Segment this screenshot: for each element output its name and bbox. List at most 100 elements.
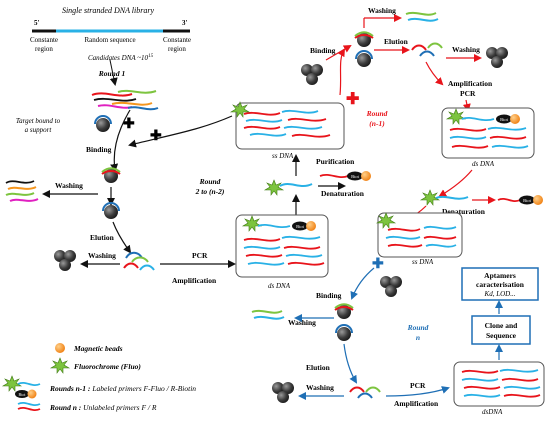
unlabeled-primer-icon [17, 401, 41, 407]
svg-text:Sequence: Sequence [486, 331, 517, 340]
red-fluo-strand [435, 195, 469, 200]
svg-text:Aptamers: Aptamers [484, 271, 516, 280]
target-line2: a support [25, 126, 53, 134]
left-beads-icon [54, 250, 76, 271]
red-start-beads-icon [301, 64, 323, 85]
legend-rounds-n1: Rounds n-1 : Labeled primers F-Fluo / R-… [49, 384, 196, 393]
magnetic-bead-icon [55, 343, 65, 353]
svg-text:Clone and: Clone and [485, 321, 519, 330]
labeled-primers-icon: Biot [2, 375, 41, 399]
middle-region-label: Random sequence [84, 36, 135, 44]
red-biotin-strand: Biot [497, 195, 543, 205]
elution-arrow [112, 221, 132, 254]
legend-beads-label: Magnetic beads [73, 344, 123, 353]
plus-icon: ✚ [150, 129, 162, 144]
left-washing-label: Washing [55, 181, 83, 190]
svg-text:Biot: Biot [523, 198, 532, 203]
left-round-line2: 2 to (n-2) [195, 187, 225, 196]
red-dsdna-caption: ds DNA [472, 160, 495, 168]
legend-round-n: Round n : Unlabeled primers F / R [49, 403, 157, 412]
blue-beads-icon [272, 382, 294, 403]
blue-washing2-label: Washing [306, 383, 334, 392]
red-ssdna-caption: ss DNA [412, 258, 434, 266]
svg-text:Biot: Biot [351, 174, 360, 179]
blue-pcr-arrow [385, 386, 450, 397]
svg-text:Kd, LOD...: Kd, LOD... [484, 290, 516, 298]
biotin-strand: Biot [319, 171, 371, 181]
blue-binding-bead-icon [334, 303, 354, 320]
target-support-icon [94, 115, 112, 133]
ssdna-caption: ss DNA [272, 152, 294, 160]
dna-library: Single stranded DNA library 5' 3' Consta… [30, 6, 191, 62]
left-pcr-label: PCR [192, 251, 208, 260]
red-binding-arrow [325, 44, 352, 61]
right-region-line1: Constante [163, 36, 191, 44]
red-to-pcr-arrow [425, 61, 444, 86]
red-post-wash-bead-icon [355, 50, 373, 68]
ssdna-box [230, 101, 345, 150]
left-binding-label: Binding [86, 145, 112, 154]
blue-elution-arrow [343, 343, 358, 384]
red-round-line1: Round [366, 109, 388, 118]
fluo-strand [279, 183, 313, 187]
library-title: Single stranded DNA library [62, 6, 155, 15]
red-pcr-label: PCR [460, 89, 476, 98]
blue-pcr-label: PCR [410, 381, 426, 390]
post-wash-bead-icon [102, 202, 120, 220]
red-to-denaturation-arrow [438, 169, 473, 198]
round-1-arrow [109, 59, 118, 86]
blue-round-line2: n [416, 333, 420, 342]
blue-washed-strands [251, 309, 285, 320]
legend: Magnetic beads Fluorochrome (Fluo) Biot … [2, 343, 196, 412]
red-washing-label: Washing [452, 45, 480, 54]
red-washing-top-label: Washing [368, 6, 396, 15]
binding-bead-icon [101, 167, 121, 184]
red-dsdna-box: Biot [441, 107, 535, 159]
blue-dsdna-box [453, 361, 545, 407]
blue-elution-label: Elution [306, 363, 331, 372]
red-elution-label: Elution [384, 37, 409, 46]
legend-fluo-label: Fluorochrome (Fluo) [74, 362, 141, 371]
blue-start-beads-icon [380, 276, 402, 297]
washed-strands [5, 180, 39, 202]
clone-sequence-box: Clone and Sequence [471, 315, 531, 345]
center-denaturation-label: Denaturation [321, 189, 365, 198]
left-region-line1: Constante [30, 36, 58, 44]
round-1-label: Round 1 [98, 69, 125, 78]
red-denaturation-label: Denaturation [442, 207, 486, 216]
dsdna-box-center: Biot [235, 214, 329, 278]
blue-washing-label: Washing [288, 318, 316, 327]
svg-text:Biot: Biot [296, 224, 305, 229]
red-plus-icon: ✚ [346, 91, 359, 108]
blue-to-binding-arrow [350, 267, 375, 300]
ssdna-to-binding-arrow [128, 115, 233, 148]
left-elution-label: Elution [90, 233, 115, 242]
red-washed-strands [405, 11, 439, 22]
library-strands [91, 89, 159, 111]
red-amplification-label: Amplification [448, 79, 493, 88]
fluorochrome-icon [50, 357, 70, 374]
left-washing2-label: Washing [88, 251, 116, 260]
left-amplification-label: Amplification [172, 276, 217, 285]
plus-icon: ✚ [123, 117, 135, 132]
red-eluted-strands [411, 42, 443, 57]
blue-plus-icon: ✚ [372, 257, 384, 272]
candidates-label: Candidates DNA ~1015 [88, 54, 154, 62]
blue-binding-label: Binding [316, 291, 342, 300]
end-3-label: 3' [182, 19, 188, 27]
eluted-strands [123, 251, 155, 271]
aptamers-box: Aptamers caracterisation Kd, LOD... [461, 267, 539, 301]
dsdna-center-caption: ds DNA [268, 282, 291, 290]
blue-round-line1: Round [407, 323, 429, 332]
unlabeled-primer-icon [17, 406, 41, 412]
purification-label: Purification [316, 157, 355, 166]
red-binding-bead-icon [354, 31, 374, 48]
blue-amplification-label: Amplification [394, 399, 439, 408]
blue-post-wash-bead-icon [335, 324, 353, 342]
svg-text:Biot: Biot [500, 117, 509, 122]
blue-eluted-strands [349, 386, 381, 399]
red-binding-label: Binding [310, 46, 336, 55]
to-binding-arrow [110, 109, 131, 172]
end-5-label: 5' [34, 19, 40, 27]
